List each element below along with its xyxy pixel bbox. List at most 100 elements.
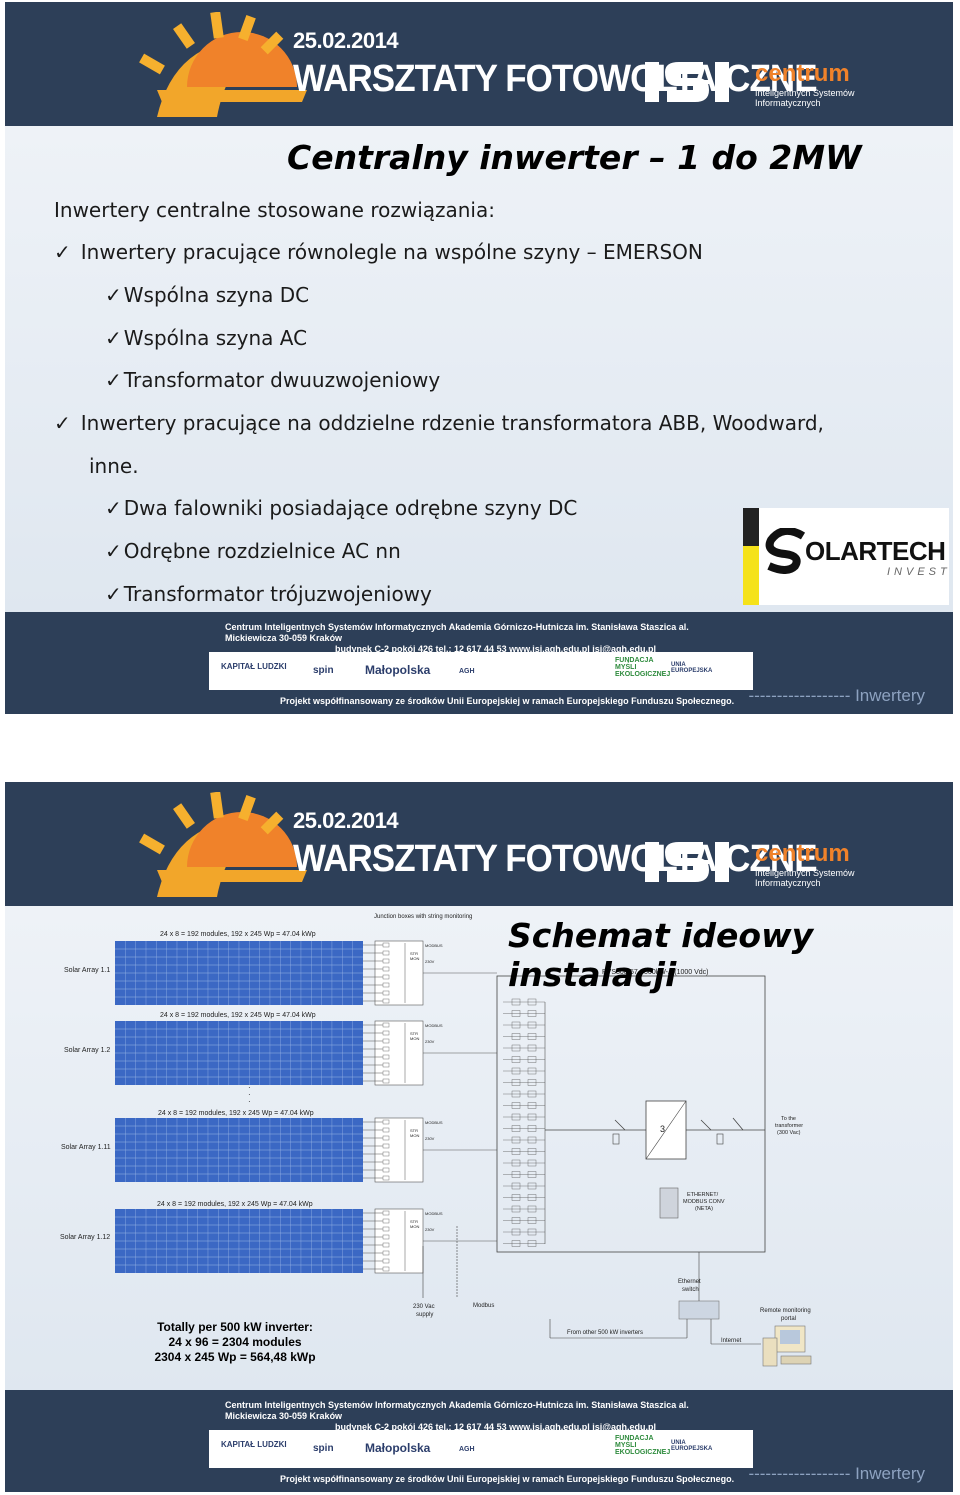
bullet-item: ✓Dwa falowniki posiadające odrębne szyny… [105, 496, 578, 520]
fuse-pair [503, 1090, 545, 1098]
check-icon: ✓ [105, 582, 122, 606]
fuse-pair [503, 1021, 545, 1029]
ethernet-conv-label: ETHERNET/MODBUS CONV(NETA) [683, 1192, 725, 1212]
bullet-item: ✓Wspólna szyna AC [105, 326, 308, 350]
slide-title: Centralny inwerter – 1 do 2MW [287, 138, 862, 177]
sponsor-logo: FUNDACJA MYŚLI EKOLOGICZNEJ [615, 657, 671, 678]
sponsor-logo: KAPITAŁ LUDZKI [221, 662, 287, 671]
solartech-sub: INVEST [887, 566, 951, 578]
svg-text:MODBUS: MODBUS [425, 1120, 443, 1125]
dc-breaker-symbol [612, 1119, 626, 1145]
sponsor-logo: AGH [459, 1446, 475, 1453]
sponsor-logo: UNIA EUROPEJSKA [671, 662, 713, 674]
check-icon: ✓ [105, 539, 122, 563]
slide-header: 25.02.2014 WARSZTATY FOTOWOLTAICZNE cent… [5, 2, 953, 126]
fuse-pair [503, 1194, 545, 1201]
fuse-pair [503, 1033, 545, 1040]
sun-logo [139, 12, 307, 117]
fuse-pair [503, 1079, 545, 1086]
ac-breaker-symbol [700, 1117, 744, 1145]
event-title: WARSZTATY FOTOWOLTAICZNE [293, 58, 818, 100]
solartech-name: OLARTECH [805, 536, 946, 566]
slide-content: Centralny inwerter – 1 do 2MW Inwertery … [5, 126, 953, 612]
svg-text:MODBUS: MODBUS [425, 1023, 443, 1028]
continuation-dots: · [248, 1083, 251, 1092]
slide-title: Schemat ideowy instalacji [508, 916, 814, 994]
solar-array-grid [115, 1021, 363, 1085]
svg-text:STR: STR [410, 951, 418, 956]
check-icon: ✓ [105, 283, 122, 307]
installation-diagram: Solar Array 1.1 24 x 8 = 192 modules, 19… [60, 914, 812, 1367]
array-spec: 24 x 8 = 192 modules, 192 x 245 Wp = 47.… [160, 1012, 316, 1019]
sponsor-logo: UNIA EUROPEJSKA [671, 1440, 713, 1452]
fuse-pair [503, 1113, 545, 1121]
fuse-pair [503, 1102, 545, 1109]
svg-text:MODBUS: MODBUS [425, 943, 443, 948]
continuation-dots: · [248, 1090, 251, 1099]
intro-text: Inwertery centralne stosowane rozwiązani… [54, 198, 495, 222]
fuse-pair [503, 1148, 545, 1155]
fuse-pair [503, 1217, 545, 1224]
slide-footer: Centrum Inteligentnych Systemów Informat… [5, 612, 953, 714]
svg-text:MON: MON [410, 1224, 419, 1229]
slide-1: 25.02.2014 WARSZTATY FOTOWOLTAICZNE cent… [5, 2, 953, 714]
slide-header: 25.02.2014 WARSZTATY FOTOWOLTAICZNE cent… [5, 782, 953, 906]
ethernet-switch-icon [678, 1300, 720, 1320]
check-icon: ✓ [105, 496, 122, 520]
bullet-item: ✓Inwertery pracujące równolegle na wspól… [54, 240, 703, 264]
footer-project: Projekt współfinansowany ze środków Unii… [280, 1474, 735, 1484]
svg-text:230V: 230V [425, 1227, 435, 1232]
inverter-label: PVS800-57-0500kW-A (1000 Vdc) [602, 969, 709, 976]
fuse-pair [503, 1125, 545, 1132]
footer-tag: ------------------ Inwertery [748, 686, 925, 705]
slide-content: Solar Array 1.1 24 x 8 = 192 modules, 19… [5, 906, 953, 1392]
totals-summary: Totally per 500 kW inverter: 24 x 96 = 2… [154, 1320, 316, 1364]
sponsor-logos: KAPITAŁ LUDZKI spin Małopolska AGH FUNDA… [209, 652, 753, 690]
continuation-dots: · [248, 1097, 251, 1106]
sponsor-logos: KAPITAŁ LUDZKI spin Małopolska AGH FUNDA… [209, 1430, 753, 1468]
check-icon: ✓ [54, 240, 71, 264]
solar-array-grid [115, 1118, 363, 1182]
svg-text:MON: MON [410, 1036, 419, 1041]
sponsor-logo: AGH [459, 668, 475, 675]
brand-name: centrum [755, 60, 850, 87]
array-label: Solar Array 1.1 [64, 967, 110, 974]
bullet-item: ✓Inwertery pracujące na oddzielne rdzeni… [54, 411, 824, 435]
junction-label: Junction boxes with string monitoring [374, 914, 472, 920]
solartech-logo: OLARTECH INVEST [743, 508, 949, 605]
sponsor-logo: Małopolska [365, 1441, 431, 1455]
svg-text:STR: STR [410, 1031, 418, 1036]
array-label: Solar Array 1.11 [61, 1144, 111, 1151]
isi-logo [645, 62, 729, 102]
fuse-pair [503, 1182, 545, 1190]
slide-2: 25.02.2014 WARSZTATY FOTOWOLTAICZNE cent… [5, 782, 953, 1492]
array-label: Solar Array 1.12 [60, 1234, 110, 1241]
other-inverters-label: From other 500 kW inverters [567, 1330, 643, 1336]
svg-text:MON: MON [410, 1133, 419, 1138]
array-spec: 24 x 8 = 192 modules, 192 x 245 Wp = 47.… [157, 1201, 313, 1208]
bullet-item: ✓Odrębne rozdzielnice AC nn [105, 539, 401, 563]
footer-address: Centrum Inteligentnych Systemów Informat… [225, 1400, 689, 1432]
modbus-label: Modbus [473, 1303, 494, 1309]
sun-logo [139, 792, 307, 897]
array-spec: 24 x 8 = 192 modules, 192 x 245 Wp = 47.… [160, 931, 316, 938]
check-icon: ✓ [105, 326, 122, 350]
bullet-item: inne. [89, 454, 139, 478]
fuse-pair [503, 1044, 545, 1052]
fuse-pair [503, 1228, 545, 1236]
event-title: WARSZTATY FOTOWOLTAICZNE [293, 838, 818, 880]
computer-icon [762, 1325, 812, 1367]
svg-text:230V: 230V [425, 1136, 435, 1141]
event-date: 25.02.2014 [293, 808, 399, 833]
solartech-s-icon [765, 528, 806, 574]
svg-text:MODBUS: MODBUS [425, 1211, 443, 1216]
fuse-pair [503, 1136, 545, 1144]
brand-subtitle: Inteligentnych Systemów Informatycznych [755, 868, 855, 888]
brand-name: centrum [755, 840, 850, 867]
